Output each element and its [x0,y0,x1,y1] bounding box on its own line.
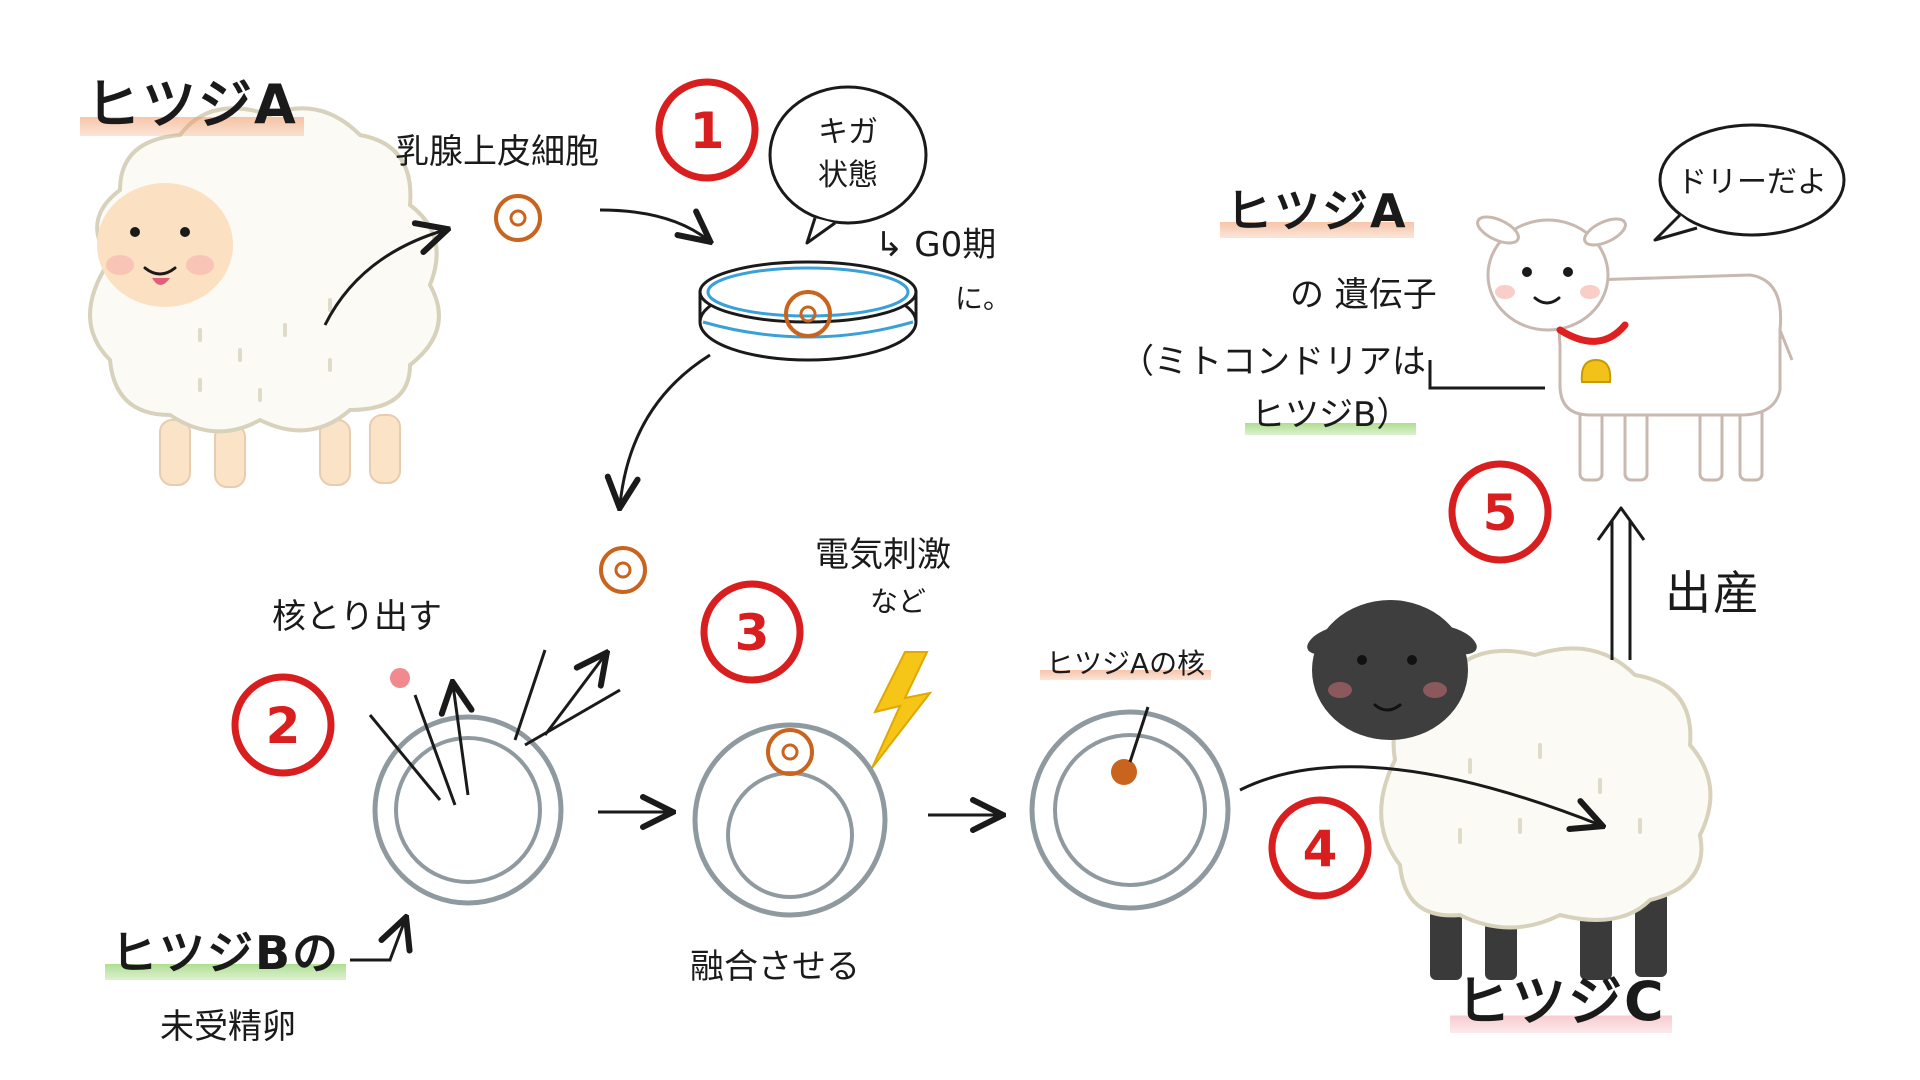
step-5-badge: 5 [1448,460,1552,564]
label-mito-note-1: （ミトコンドリアは [1120,342,1426,382]
dolly-bubble: ドリーだよ [1653,123,1846,242]
removed-nucleus [390,668,410,688]
label-fuse: 融合させる [690,947,860,987]
step-3-badge: 3 [700,580,804,684]
label-sheep-b-egg-1: ヒツジBの [105,926,347,980]
label-g0-phase: ↳ G0期 [875,225,997,265]
step-1-badge: 1 [655,78,759,182]
fused-egg [692,722,888,918]
label-electric-stim-2: など [870,585,927,618]
lightning-icon [871,651,933,769]
dolly-bubble-text: ドリーだよ [1677,165,1827,200]
label-mito-note-2: ヒツジB） [1245,395,1417,435]
bubble-line-1: キガ [818,115,878,150]
svg-text:3: 3 [735,604,770,662]
svg-text:1: 1 [690,102,725,160]
bubble-line-2: 状態 [818,158,878,193]
note-bracket [1428,360,1545,390]
label-sheep-a-genes-title: ヒツジA [1220,184,1414,238]
label-sheep-a-genes-sub: の 遺伝子 [1290,275,1437,315]
label-remove-nucleus: 核とり出す [272,597,442,637]
reconstructed-egg [1029,706,1231,911]
donor-cell [599,546,647,594]
label-sheep-c: ヒツジC [1450,970,1672,1033]
step-2-badge: 2 [231,673,335,777]
mammary-cell [494,194,542,242]
egg-sheep-b [368,650,621,906]
starvation-bubble: キガ 状態 [768,85,928,245]
sheep-a-icon [88,106,441,488]
sheep-c-icon [1307,600,1713,980]
svg-text:4: 4 [1303,820,1338,878]
label-electric-stim-1: 電気刺激 [815,535,951,575]
label-birth: 出産 [1665,566,1761,620]
bell-icon [1580,358,1612,383]
label-sheep-b-egg-2: 未受精卵 [160,1007,296,1047]
birth-arrow [1596,506,1646,660]
svg-text:5: 5 [1483,484,1518,542]
svg-text:2: 2 [266,697,301,755]
petri-dish-icon [698,260,918,362]
label-g0-phase-2: に。 [955,282,1012,315]
label-mammary-cell: 乳腺上皮細胞 [395,132,599,172]
label-sheep-a: ヒツジA [80,73,304,136]
label-sheep-a-nucleus: ヒツジAの核 [1040,647,1212,680]
step-4-badge: 4 [1268,796,1372,900]
dolly-goat-icon [1476,215,1794,482]
